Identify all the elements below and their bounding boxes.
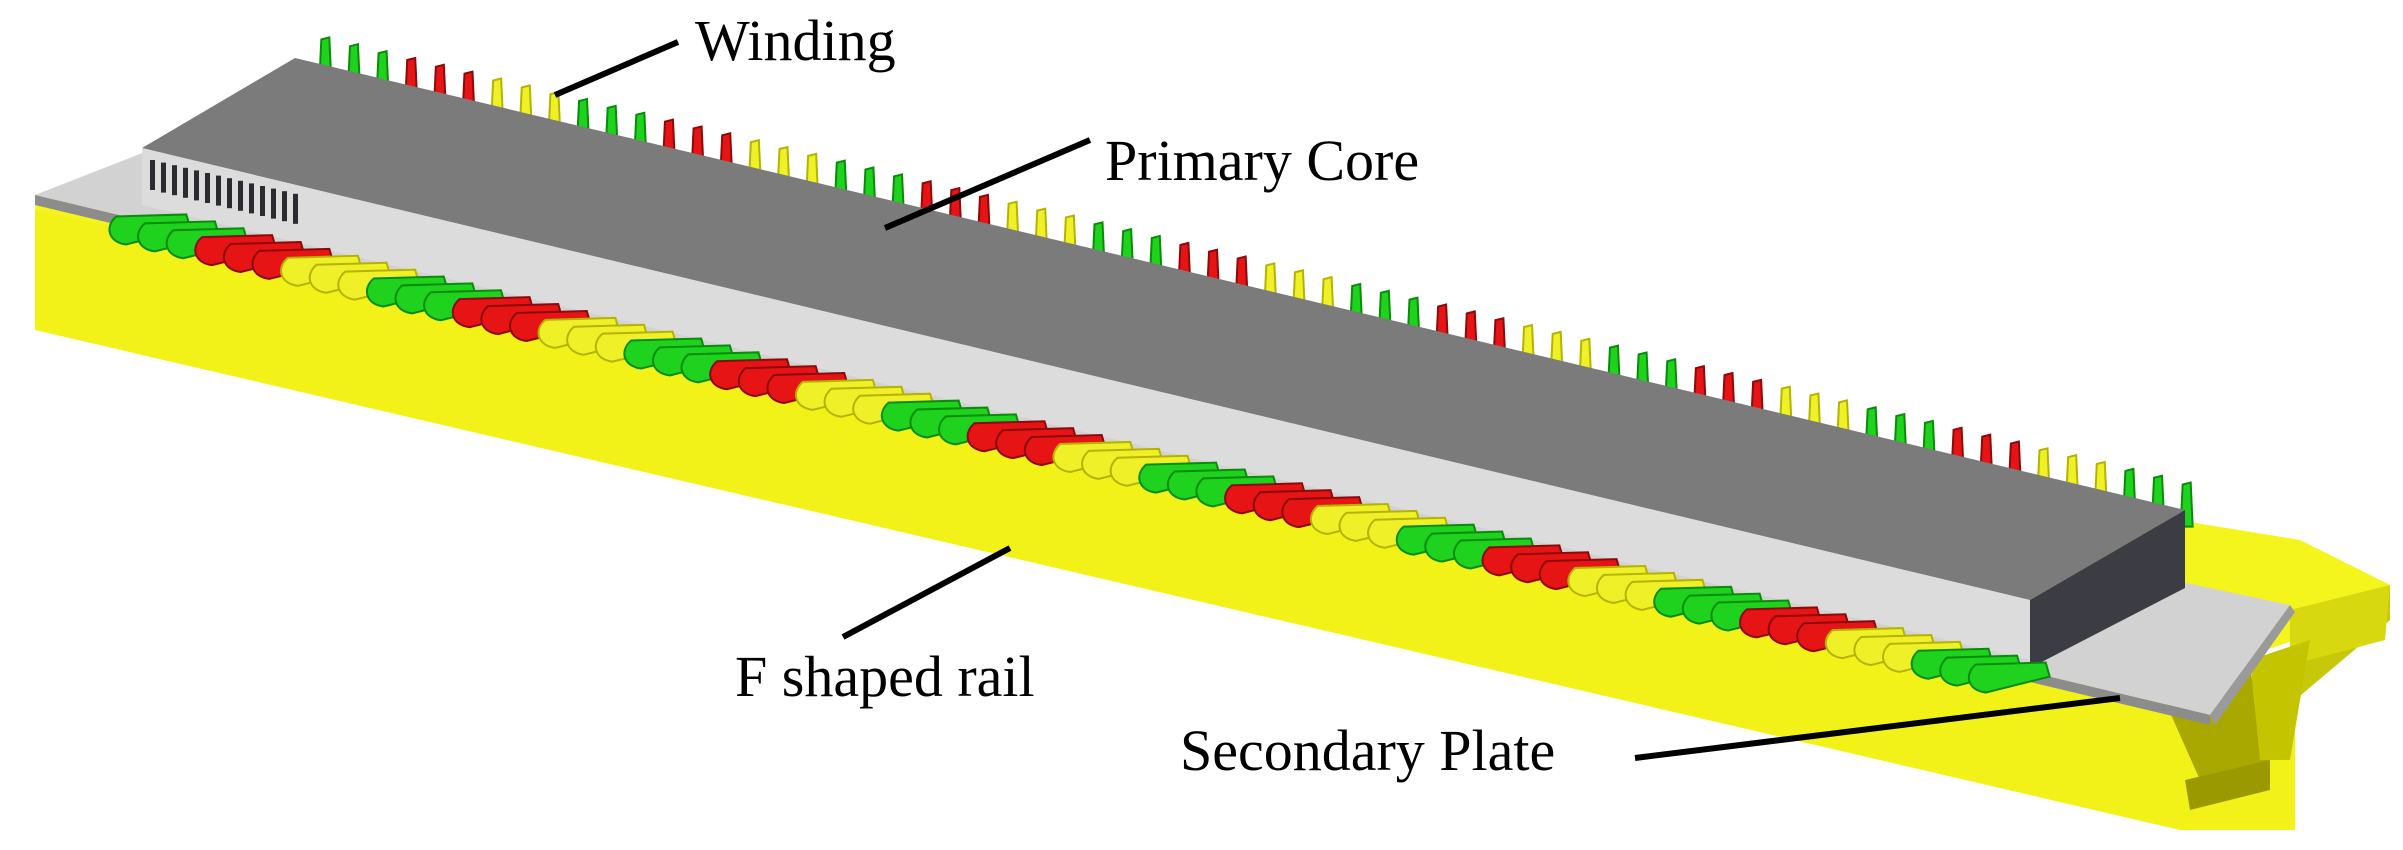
winding-leader [553, 39, 680, 98]
core-slot [238, 180, 243, 211]
rail-foot [2185, 760, 2270, 810]
primary-core-label: Primary Core [1105, 128, 1419, 193]
primary-core-top-face [142, 58, 2185, 600]
core-slot [271, 188, 276, 219]
core-slot [205, 173, 210, 203]
core-slot [216, 175, 221, 206]
core-slot [150, 160, 155, 190]
labels: Winding Primary Core F shaped rail Secon… [695, 8, 1555, 783]
core-slot [227, 178, 232, 209]
primary-core-leader [883, 137, 1092, 231]
secondary-plate-leader [1634, 695, 2121, 761]
rail-front-face [35, 210, 2295, 830]
rail-end-lip [2290, 585, 2390, 665]
winding-label: Winding [695, 8, 896, 73]
core-slot [161, 162, 166, 193]
core-slot [194, 170, 199, 201]
leader-lines [553, 39, 2121, 761]
primary-core-front-face [142, 148, 2030, 660]
primary-core-slots [150, 160, 298, 224]
core-slot [249, 183, 254, 214]
core-slot [293, 193, 298, 224]
rail-leg-inner [2250, 640, 2310, 760]
core-slot [260, 186, 265, 216]
secondary-plate-end [2210, 605, 2295, 725]
f-rail-label: F shaped rail [735, 644, 1035, 709]
f-rail-leader [841, 545, 1012, 640]
core-slot [183, 167, 188, 198]
primary-core-end-face [2030, 510, 2185, 668]
core-slot [172, 165, 177, 196]
winding-front-end-turn [1967, 661, 2051, 694]
secondary-plate-label: Secondary Plate [1180, 718, 1555, 783]
winding-front-end-turns [108, 213, 2051, 694]
primary-core [142, 58, 2185, 668]
core-slot [282, 191, 287, 222]
